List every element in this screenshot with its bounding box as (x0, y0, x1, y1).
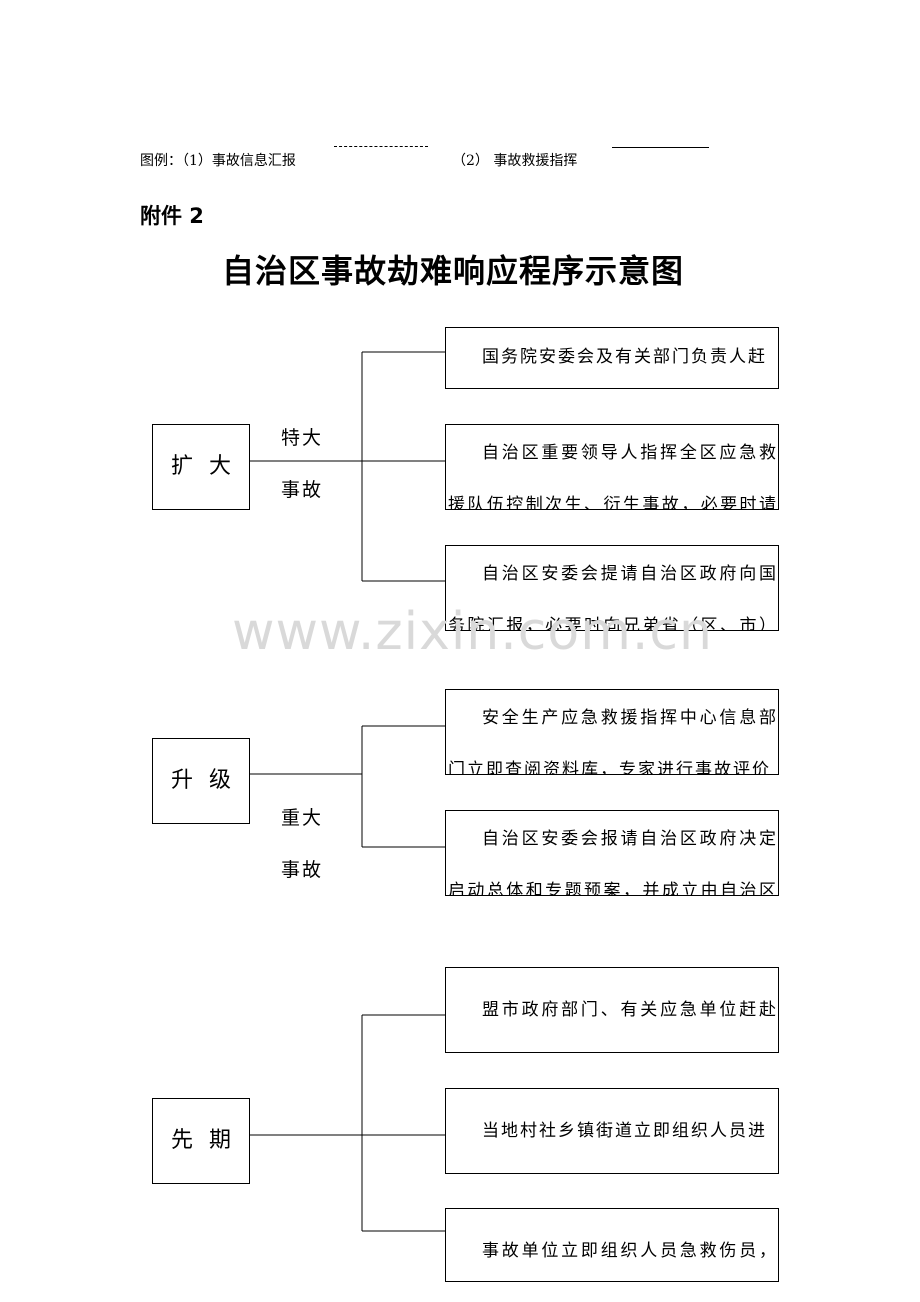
response-box-local-village: 当地村社乡镇街道立即组织人员进 (445, 1088, 779, 1174)
response-box-city-government: 盟市政府部门、有关应急单位赶赴现 (445, 967, 779, 1053)
legend-dashed-line (334, 146, 428, 147)
legend-solid-line (612, 147, 709, 148)
stage-box-upgrade: 升级 (152, 738, 250, 824)
label-serious-accident: 重大事故 (281, 807, 324, 881)
watermark: www.zixin.com.cn (232, 602, 713, 662)
response-box-region-leader: 自治区重要领导人指挥全区应急救援队伍控制次生、衍生事故，必要时请驻 (445, 424, 779, 510)
label-major-accident: 特大事故 (281, 427, 324, 501)
response-box-report-state: 自治区安委会提请自治区政府向国务院汇报，必要时向兄弟省（区、市）通 (445, 545, 779, 631)
legend-item-info-report: 图例：（1）事故信息汇报 (140, 153, 296, 169)
attachment-label: 附件 2 (140, 204, 204, 228)
response-box-state-council: 国务院安委会及有关部门负责人赶 (445, 327, 779, 389)
response-box-accident-unit: 事故单位立即组织人员急救伤员，并 (445, 1208, 779, 1282)
page-title: 自治区事故劫难响应程序示意图 (222, 252, 685, 290)
response-box-info-center: 安全生产应急救援指挥中心信息部门立即查阅资料库，专家进行事故评价 (445, 689, 779, 775)
stage-box-initial: 先期 (152, 1098, 250, 1184)
legend-item-rescue-command: （2） 事故救援指挥 (452, 153, 578, 169)
stage-box-expand: 扩大 (152, 424, 250, 510)
response-box-start-plan: 自治区安委会报请自治区政府决定启动总体和专题预案，并成立由自治区领 (445, 810, 779, 896)
